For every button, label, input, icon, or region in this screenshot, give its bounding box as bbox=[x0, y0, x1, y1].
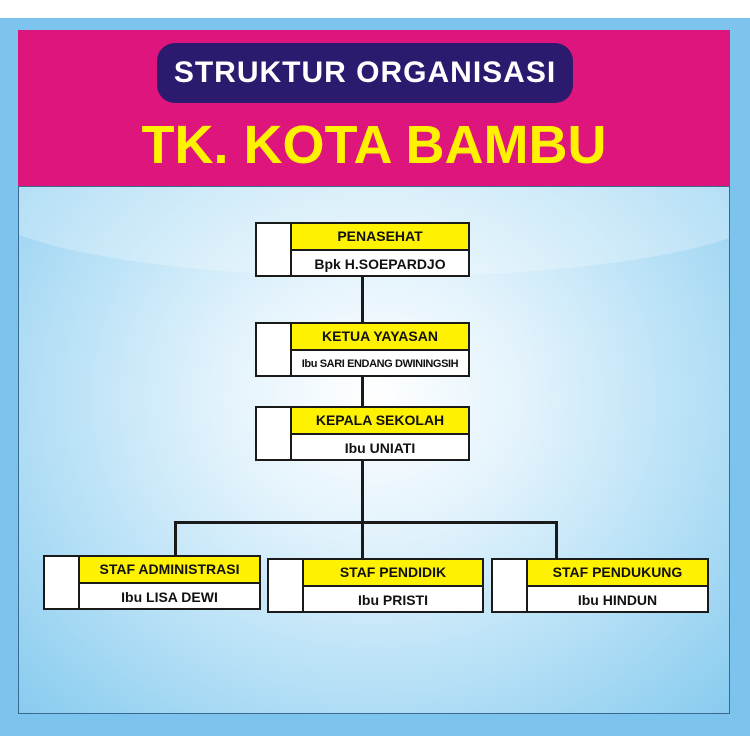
node-role: STAF PENDIDIK bbox=[304, 560, 482, 587]
node-staf-administrasi: STAF ADMINISTRASI Ibu LISA DEWI bbox=[43, 555, 261, 610]
connector bbox=[174, 521, 558, 524]
node-name: Ibu PRISTI bbox=[358, 592, 428, 608]
node-name: Ibu HINDUN bbox=[577, 592, 658, 608]
subtitle: TK. KOTA BAMBU bbox=[141, 115, 607, 175]
photo-placeholder bbox=[269, 560, 304, 611]
node-name: Ibu SARI ENDANG DWININGSIH bbox=[301, 358, 459, 370]
title: STRUKTUR ORGANISASI bbox=[173, 56, 557, 89]
node-name: Bpk H.SOEPARDJO bbox=[314, 256, 446, 272]
node-staf-pendidik: STAF PENDIDIK Ibu PRISTI bbox=[267, 558, 484, 613]
node-name: Ibu UNIATI bbox=[344, 440, 416, 456]
connector bbox=[555, 521, 558, 559]
connector bbox=[361, 521, 364, 559]
connector bbox=[174, 521, 177, 556]
node-kepala-sekolah: KEPALA SEKOLAH Ibu UNIATI bbox=[255, 406, 470, 461]
node-role: KETUA YAYASAN bbox=[292, 324, 468, 351]
photo-placeholder bbox=[257, 224, 292, 275]
photo-placeholder bbox=[257, 408, 292, 459]
connector bbox=[361, 460, 364, 523]
node-penasehat: PENASEHAT Bpk H.SOEPARDJO bbox=[255, 222, 470, 277]
node-role: PENASEHAT bbox=[292, 224, 468, 251]
school-name: TK. KOTA BAMBU bbox=[18, 110, 730, 180]
node-staf-pendukung: STAF PENDUKUNG Ibu HINDUN bbox=[491, 558, 709, 613]
photo-placeholder bbox=[257, 324, 292, 375]
node-ketua-yayasan: KETUA YAYASAN Ibu SARI ENDANG DWININGSIH bbox=[255, 322, 470, 377]
node-role: STAF ADMINISTRASI bbox=[80, 557, 259, 584]
connector bbox=[361, 276, 364, 323]
node-name: Ibu LISA DEWI bbox=[121, 589, 218, 605]
node-role: KEPALA SEKOLAH bbox=[292, 408, 468, 435]
photo-placeholder bbox=[493, 560, 528, 611]
title-pill: STRUKTUR ORGANISASI bbox=[157, 43, 573, 103]
node-role: STAF PENDUKUNG bbox=[528, 560, 707, 587]
connector bbox=[361, 376, 364, 407]
photo-placeholder bbox=[45, 557, 80, 608]
